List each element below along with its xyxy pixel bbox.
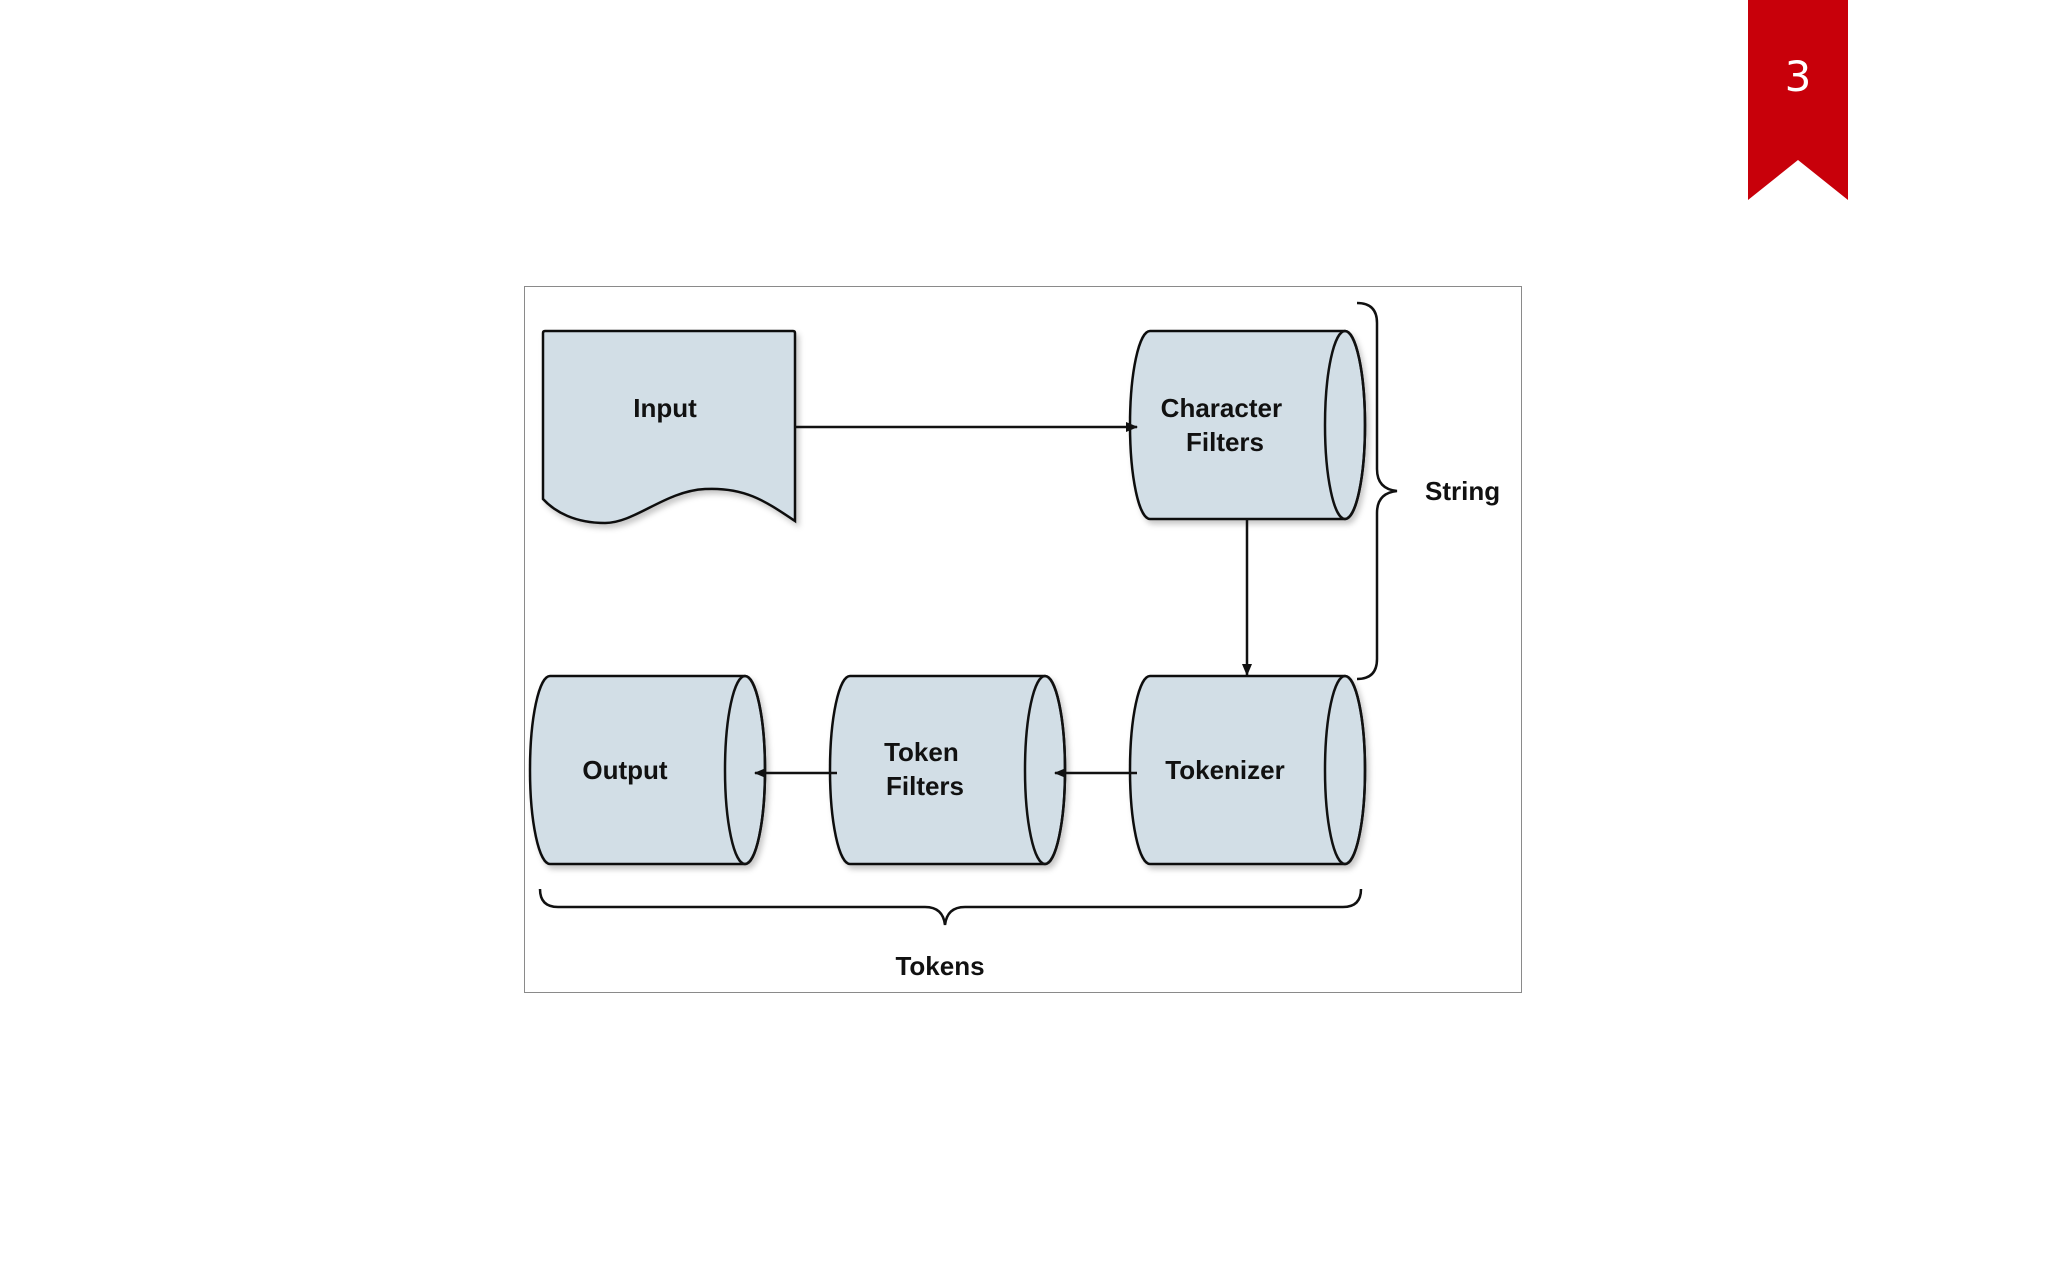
bookmark-ribbon-shape — [1748, 0, 1848, 200]
input-node: Input — [541, 329, 797, 525]
output-label: Output — [582, 755, 668, 785]
output-node: Output — [528, 674, 767, 866]
input-label: Input — [633, 393, 697, 423]
character-filters-label: Character Filters — [1161, 393, 1290, 457]
analyzer-pipeline-diagram: Input Character Filters Tokenizer Token … — [524, 286, 1522, 993]
tokens-label: Tokens — [895, 951, 984, 981]
character-filters-node: Character Filters — [1128, 329, 1367, 521]
tokens-brace-group: Tokens — [538, 888, 1363, 981]
tokenizer-cap — [1323, 674, 1367, 866]
tokens-brace — [538, 888, 1363, 926]
tokenizer-node: Tokenizer — [1128, 674, 1367, 866]
page-number-badge: 3 — [1748, 0, 1848, 200]
string-brace — [1356, 301, 1398, 681]
token-filters-label: Token Filters — [884, 737, 966, 801]
page-number: 3 — [1784, 52, 1812, 101]
character-filters-cap — [1323, 329, 1367, 521]
tokenizer-label: Tokenizer — [1165, 755, 1284, 785]
string-brace-group: String — [1356, 301, 1500, 681]
string-label: String — [1425, 476, 1500, 506]
token-filters-node: Token Filters — [828, 674, 1067, 866]
input-document-shape — [541, 329, 797, 525]
